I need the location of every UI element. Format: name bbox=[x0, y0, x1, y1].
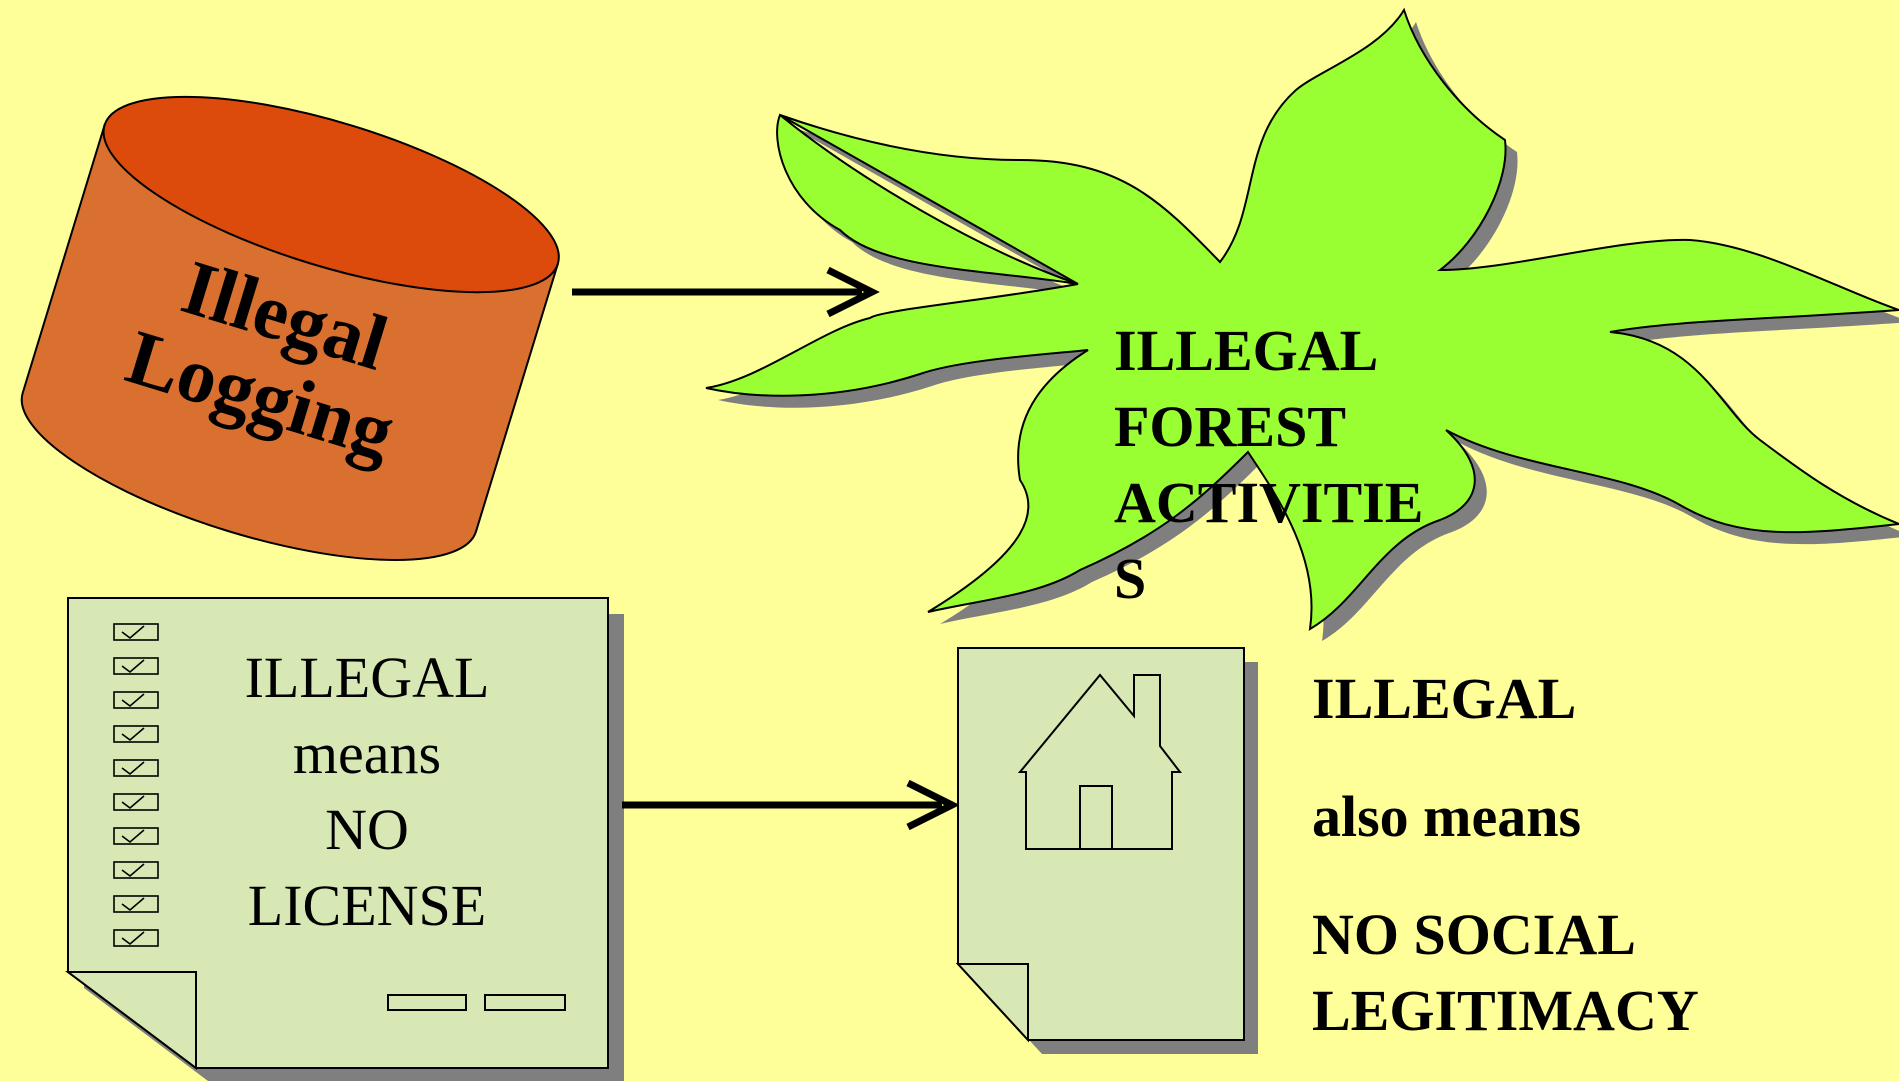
house-doc-body bbox=[957, 647, 1245, 1041]
star-body bbox=[705, 7, 1899, 631]
arrow-logging-to-activities bbox=[572, 266, 880, 318]
license-label-line2: means bbox=[293, 721, 441, 786]
cylinder-top bbox=[102, 95, 560, 294]
license-doc-signature-box-2 bbox=[484, 994, 566, 1011]
arrow-license-to-social bbox=[622, 779, 960, 831]
license-document: ILLEGAL means NO LICENSE bbox=[65, 597, 624, 1081]
social-label-line1: ILLEGAL bbox=[1312, 666, 1576, 731]
license-label-line3: NO bbox=[325, 797, 409, 862]
social-label-line2: also means bbox=[1312, 784, 1581, 849]
illegal-logging-cylinder: Illegal Logging bbox=[20, 95, 560, 561]
license-label-line1: ILLEGAL bbox=[245, 645, 490, 710]
social-label-line4: LEGITIMACY bbox=[1312, 978, 1699, 1043]
star-label-line3: ACTIVITIE bbox=[1114, 470, 1423, 535]
license-doc-fold bbox=[65, 971, 197, 1070]
illegal-forest-activities-star: ILLEGAL FOREST ACTIVITIE S bbox=[705, 7, 1899, 641]
star-label-line1: ILLEGAL bbox=[1114, 318, 1378, 383]
star-label-line2: FOREST bbox=[1114, 394, 1346, 459]
house-icon bbox=[1017, 673, 1183, 850]
star-label-line4: S bbox=[1114, 546, 1146, 611]
house-document bbox=[955, 647, 1258, 1054]
house-doc-fold bbox=[955, 963, 1029, 1043]
checklist-icon bbox=[113, 623, 159, 947]
social-legitimacy-text: ILLEGAL also means NO SOCIAL LEGITIMACY bbox=[1312, 666, 1699, 1043]
license-doc-signature-box-1 bbox=[387, 994, 467, 1011]
social-label-line3: NO SOCIAL bbox=[1312, 902, 1636, 967]
license-doc-body bbox=[67, 597, 609, 1069]
license-label-line4: LICENSE bbox=[248, 873, 486, 938]
